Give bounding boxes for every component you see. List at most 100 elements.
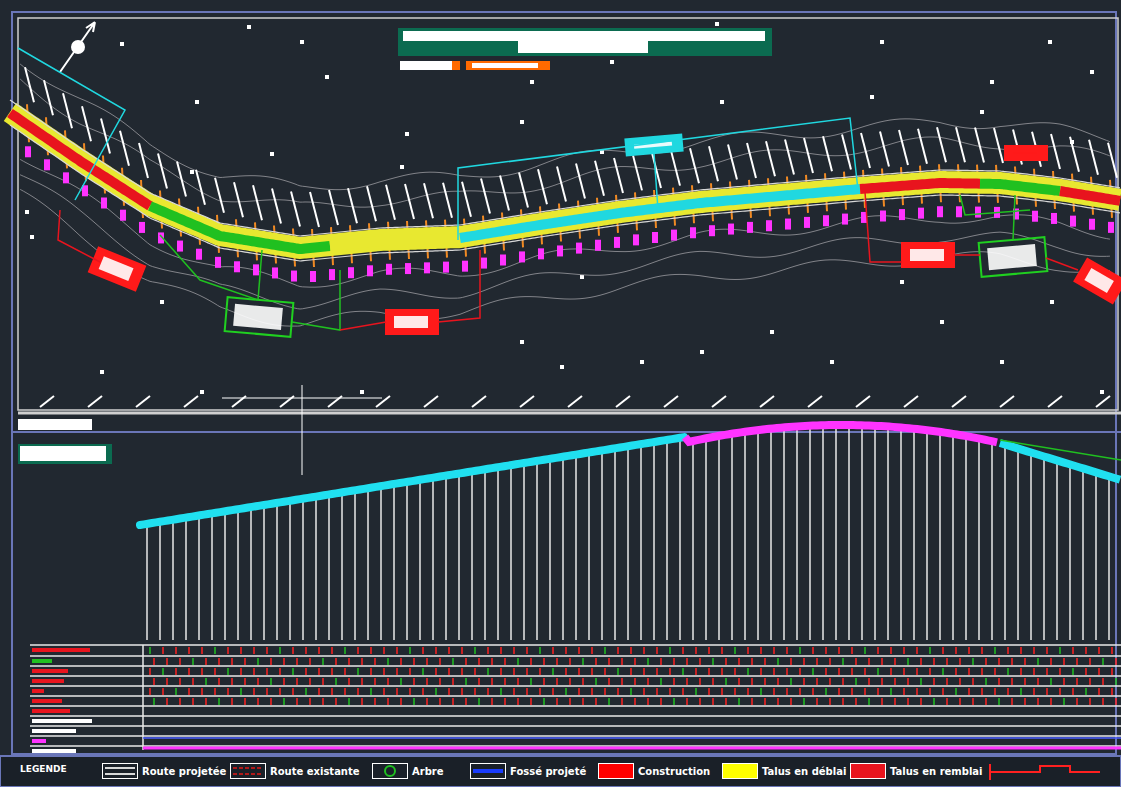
table-value [357, 647, 359, 654]
profile-ordinate [354, 493, 356, 640]
table-value [838, 647, 840, 654]
table-value [253, 668, 255, 675]
table-value [851, 668, 853, 675]
table-value [825, 647, 827, 654]
table-value [214, 688, 216, 695]
table-value [868, 658, 870, 665]
table-value [270, 698, 272, 705]
survey-point [360, 390, 364, 394]
grid-mark [664, 396, 678, 407]
slope-mark [1108, 222, 1114, 233]
profile-ordinate [380, 489, 382, 640]
table-value [565, 688, 567, 695]
table-value [1072, 688, 1074, 695]
survey-point [900, 280, 904, 284]
table-value [370, 688, 372, 695]
table-value [647, 678, 649, 685]
table-value [942, 688, 944, 695]
slope-mark [443, 262, 449, 273]
table-value [513, 647, 515, 654]
section-tick [918, 129, 927, 164]
road-axis [980, 184, 1060, 191]
table-value [1115, 698, 1117, 705]
profile-ordinate [471, 474, 473, 640]
table-value [660, 658, 662, 665]
table-value [153, 678, 155, 685]
table-value [556, 678, 558, 685]
table-value [660, 698, 662, 705]
table-value [933, 658, 935, 665]
annotation-box [89, 248, 145, 291]
table-value [1024, 698, 1026, 705]
table-value [175, 688, 177, 695]
table-value [374, 678, 376, 685]
profile-ordinate [627, 449, 629, 640]
leader-line [865, 192, 902, 262]
table-value [894, 678, 896, 685]
section-tick [1108, 143, 1117, 178]
section-tick [462, 182, 471, 217]
survey-point [190, 170, 194, 174]
section-tick [63, 93, 72, 128]
table-value [968, 647, 970, 654]
survey-point [100, 370, 104, 374]
table-value [413, 698, 415, 705]
table-value [972, 678, 974, 685]
profile-ordinate [835, 428, 837, 640]
table-value [179, 678, 181, 685]
table-value [1050, 678, 1052, 685]
table-value [1063, 658, 1065, 665]
slope-mark [880, 211, 886, 222]
road-axis [860, 183, 980, 189]
table-value [773, 647, 775, 654]
table-value [994, 688, 996, 695]
profile-ordinate [965, 439, 967, 640]
table-value [838, 688, 840, 695]
table-value [669, 688, 671, 695]
leader-line [954, 254, 980, 256]
table-value [877, 647, 879, 654]
table-value [474, 688, 476, 695]
table-value [387, 678, 389, 685]
table-value [452, 678, 454, 685]
table-value [500, 688, 502, 695]
table-value [257, 698, 259, 705]
profile-ordinate [406, 485, 408, 640]
table-value [318, 668, 320, 675]
survey-point [640, 360, 644, 364]
table-value [920, 678, 922, 685]
leader-line [18, 48, 125, 200]
section-tick [443, 183, 452, 218]
table-value [712, 698, 714, 705]
table-rule [30, 665, 1121, 667]
table-value [383, 647, 385, 654]
table-value [543, 678, 545, 685]
survey-point [1100, 390, 1104, 394]
table-value [266, 668, 268, 675]
table-value [383, 668, 385, 675]
table-value [448, 647, 450, 654]
table-value [591, 668, 593, 675]
table-value [907, 678, 909, 685]
slope-mark [690, 227, 696, 238]
table-value [1098, 668, 1100, 675]
slope-mark [63, 172, 69, 183]
table-value [526, 668, 528, 675]
leader-line [258, 250, 262, 300]
table-value [487, 647, 489, 654]
table-value [409, 688, 411, 695]
table-value [357, 668, 359, 675]
table-value [595, 658, 597, 665]
table-header [32, 689, 44, 693]
table-value [773, 668, 775, 675]
table-header [32, 669, 68, 673]
table-value [296, 698, 298, 705]
leader-line [1013, 195, 1015, 240]
table-value [335, 658, 337, 665]
table-value [894, 658, 896, 665]
table-value [218, 698, 220, 705]
slope-mark [937, 206, 943, 217]
profile-ordinate [926, 433, 928, 640]
table-value [413, 678, 415, 685]
table-rule [142, 645, 144, 750]
